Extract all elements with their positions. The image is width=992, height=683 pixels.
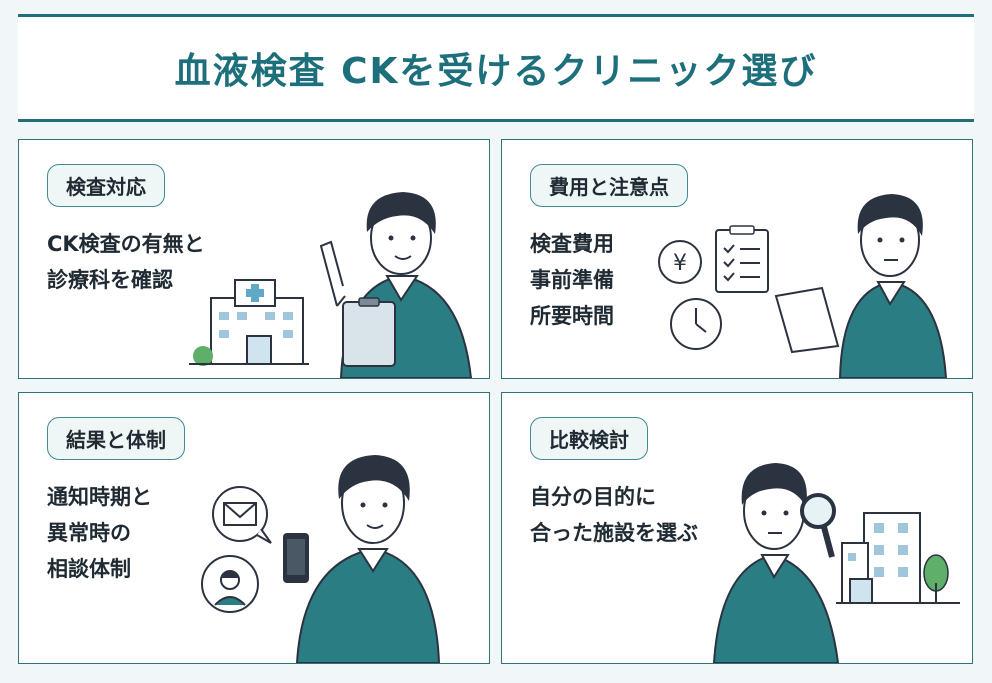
panel-badge: 費用と注意点 [530,164,688,207]
panel-line: 相談体制 [47,557,131,581]
building-icon [836,512,960,604]
operator-headset-icon [201,555,259,613]
panel-badge: 比較検討 [530,417,648,460]
person-phone-icon [295,455,441,663]
yen-coin-icon: ¥ [658,240,702,284]
panel-cost-notes: 費用と注意点 検査費用 事前準備 所要時間 ¥ [501,139,973,379]
panel-body: 自分の目的に 合った施設を選ぶ [530,479,698,551]
tree-icon [923,554,949,603]
clinic-building-icon [189,279,309,366]
clock-icon [670,298,722,350]
svg-text:¥: ¥ [673,251,687,276]
panel-badge: 結果と体制 [47,417,185,460]
panel-line: 異常時の [47,521,131,545]
person-searching-icon [712,463,840,663]
panel-line: CK検査の有無と [47,232,205,256]
magnifier-icon [800,493,836,558]
panel-line: 事前準備 [530,268,614,292]
panel-line: 検査費用 [530,232,614,256]
panel-line: 診療科を確認 [47,268,173,292]
mail-bubble-icon [212,486,272,544]
page-title: 血液検査 CKを受けるクリニック選び [174,51,818,92]
panel-line: 自分の目的に [530,485,656,509]
panel-body: 検査費用 事前準備 所要時間 [530,226,614,334]
panel-line: 通知時期と [47,485,152,509]
panel-exam-availability: 検査対応 CK検査の有無と 診療科を確認 [18,139,490,379]
checklist-icon [715,225,769,293]
panel-comparison: 比較検討 自分の目的に 合った施設を選ぶ [501,392,973,664]
person-thinking-icon [774,194,948,378]
panel-line: 合った施設を選ぶ [530,521,698,545]
panel-badge: 検査対応 [47,164,165,207]
panel-body: CK検査の有無と 診療科を確認 [47,226,205,298]
smartphone-icon [283,533,309,583]
title-banner: 血液検査 CKを受けるクリニック選び [18,14,974,122]
clipboard-icon [342,297,396,367]
panel-results-support: 結果と体制 通知時期と 異常時の 相談体制 [18,392,490,664]
panel-line: 所要時間 [530,304,614,328]
panel-body: 通知時期と 異常時の 相談体制 [47,479,152,587]
